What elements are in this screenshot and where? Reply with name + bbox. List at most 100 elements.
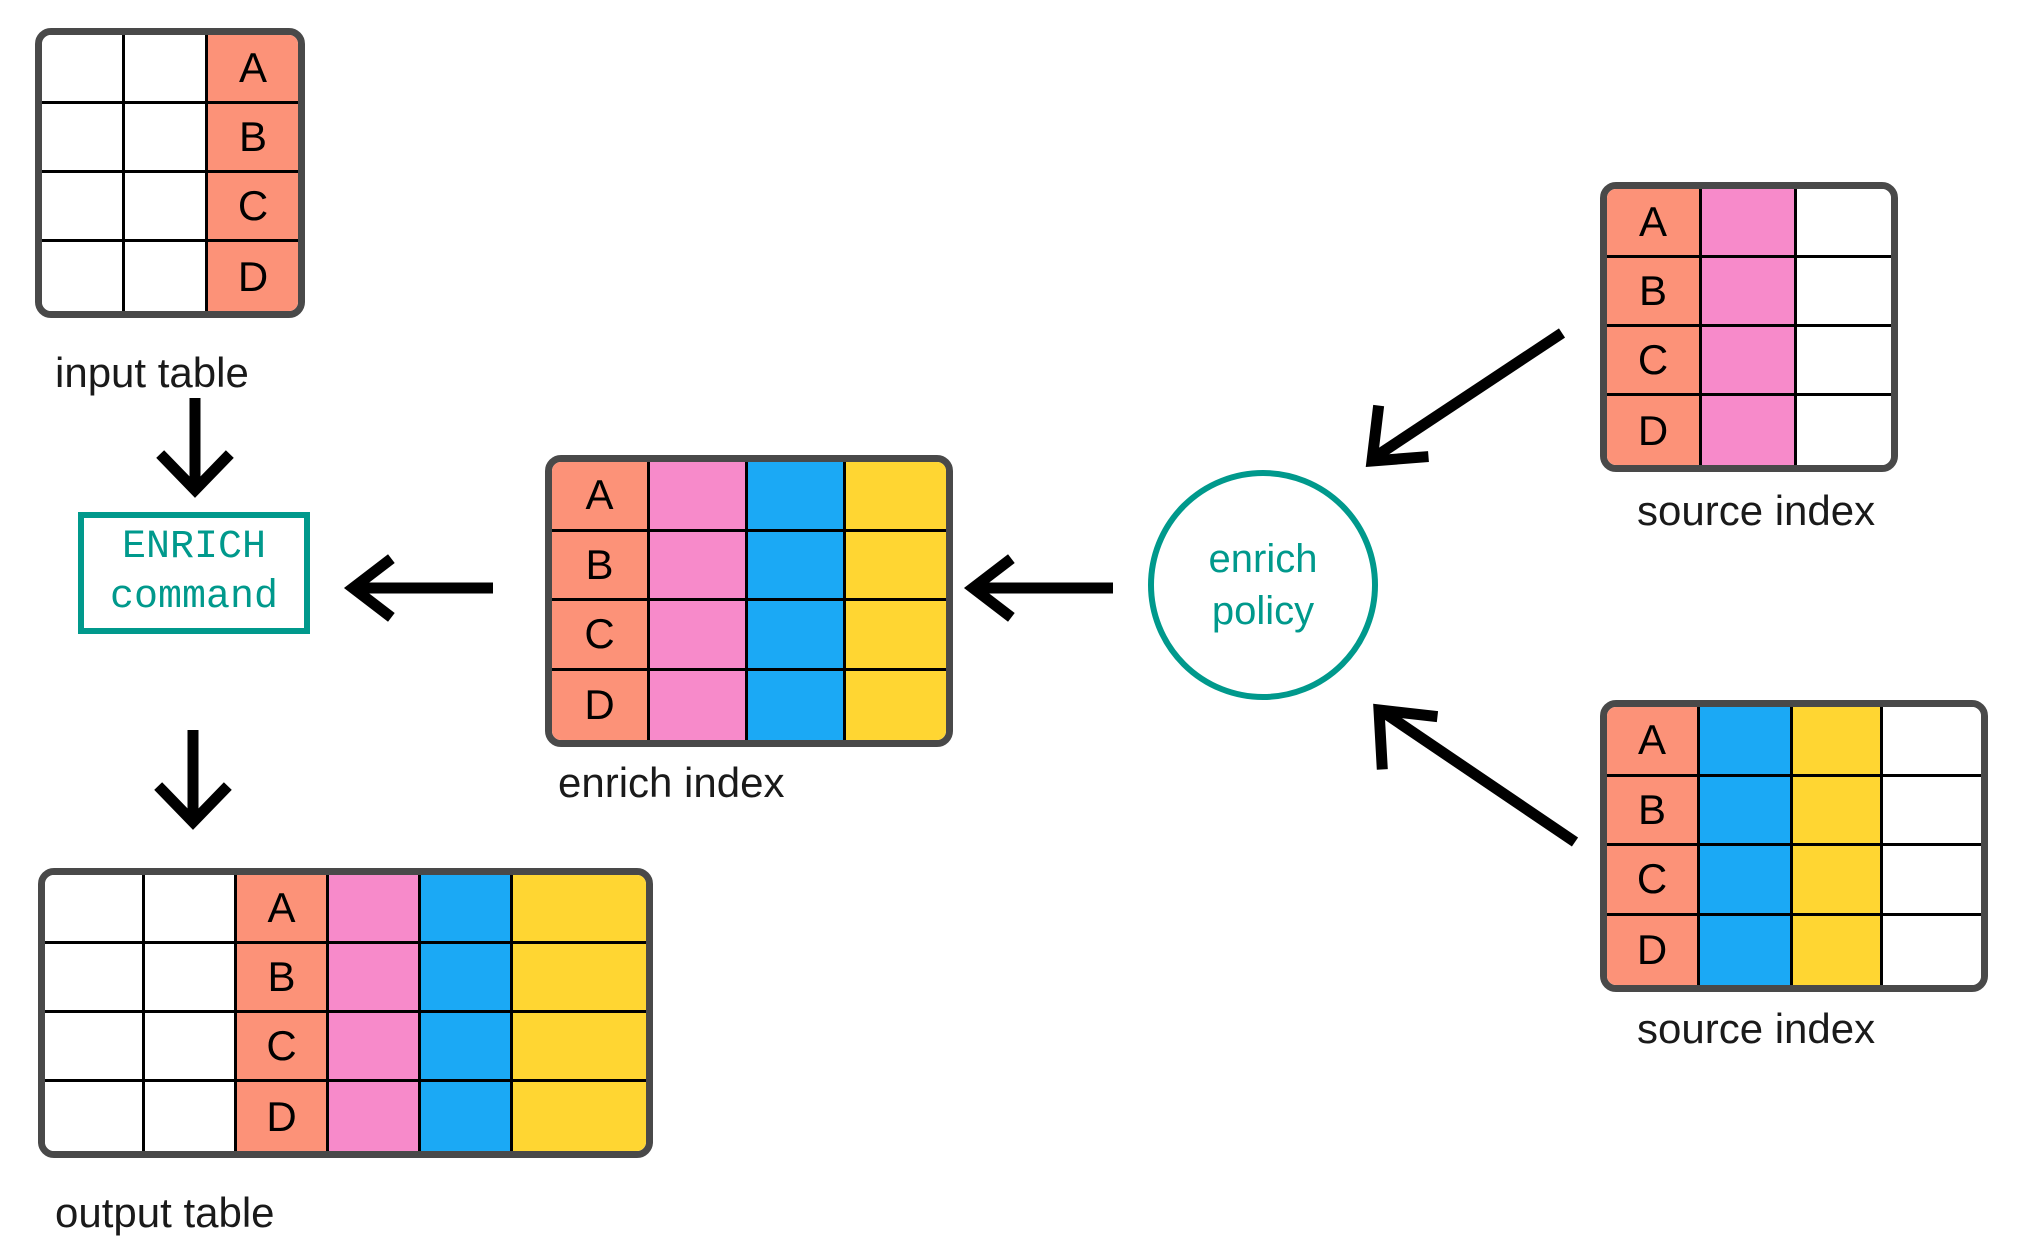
enrich-command-line2: command	[109, 575, 279, 620]
table-row: C	[45, 1013, 646, 1082]
table-cell	[748, 531, 846, 601]
table-cell	[650, 601, 748, 671]
table-cell	[1700, 707, 1793, 777]
table-cell	[513, 944, 646, 1013]
table-cell-key: A	[1607, 707, 1700, 777]
table-cell-key: A	[1607, 189, 1702, 258]
table-cell	[42, 104, 125, 173]
table-cell	[650, 670, 748, 740]
table-cell	[650, 531, 748, 601]
table-row: D	[1607, 915, 1981, 985]
table-cell	[145, 1013, 237, 1082]
table-cell	[1702, 327, 1797, 396]
table-cell	[748, 670, 846, 740]
table-row: A	[42, 35, 298, 104]
source-index-bottom-caption: source index	[1637, 1005, 1876, 1052]
table-cell	[1793, 846, 1883, 916]
table-cell	[1797, 258, 1891, 327]
table-row: B	[1607, 776, 1981, 846]
table-cell	[1883, 707, 1981, 777]
arrow-command-to-output	[154, 730, 232, 830]
table-cell-key: D	[237, 1082, 329, 1151]
source-index-top-table: A B C D	[1600, 182, 1898, 472]
table-cell-key: B	[552, 531, 650, 601]
table-row: B	[42, 104, 298, 173]
table-cell	[329, 1013, 421, 1082]
table-cell-key: A	[208, 35, 298, 104]
table-cell	[45, 1013, 145, 1082]
table-row: B	[1607, 258, 1891, 327]
table-row: A	[45, 875, 646, 944]
output-table: A B C D	[38, 868, 653, 1158]
table-cell	[1702, 189, 1797, 258]
table-row: C	[42, 173, 298, 242]
table-cell	[42, 242, 125, 311]
table-cell-key: D	[1607, 915, 1700, 985]
table-cell	[1883, 776, 1981, 846]
table-row: D	[1607, 396, 1891, 465]
table-cell-key: B	[237, 944, 329, 1013]
source-index-top-caption: source index	[1637, 487, 1876, 534]
source-index-bottom-table: A B C D	[1600, 700, 1988, 992]
table-cell	[1883, 915, 1981, 985]
arrow-enrich-index-to-command	[343, 554, 493, 622]
arrow-policy-to-enrich-index	[963, 554, 1113, 622]
table-cell-key: A	[237, 875, 329, 944]
table-row: B	[45, 944, 646, 1013]
table-cell-key: B	[208, 104, 298, 173]
table-cell-key: B	[1607, 258, 1702, 327]
table-cell	[846, 601, 946, 671]
table-cell	[1793, 776, 1883, 846]
table-cell	[145, 875, 237, 944]
table-row: D	[45, 1082, 646, 1151]
enrich-policy-line2: policy	[1211, 589, 1315, 633]
table-cell-key: C	[552, 601, 650, 671]
table-cell	[125, 242, 208, 311]
output-table-caption: output table	[55, 1189, 275, 1236]
enrich-index-caption: enrich index	[558, 759, 785, 806]
table-cell	[513, 875, 646, 944]
table-cell	[125, 104, 208, 173]
table-row: A	[1607, 707, 1981, 777]
arrow-input-to-command	[156, 398, 234, 498]
table-cell	[513, 1082, 646, 1151]
enrich-command-box[interactable]: ENRICH command	[78, 512, 310, 634]
enrich-command-line1: ENRICH	[121, 525, 267, 570]
enrich-policy-line1: enrich	[1208, 537, 1318, 581]
table-cell	[421, 1082, 513, 1151]
enrich-index-table: A B C D	[545, 455, 953, 747]
table-row: B	[552, 531, 946, 601]
table-cell	[1793, 915, 1883, 985]
table-cell-key: C	[1607, 846, 1700, 916]
table-cell-key: B	[1607, 776, 1700, 846]
table-cell	[125, 35, 208, 104]
table-cell-key: A	[552, 462, 650, 532]
table-cell-key: D	[552, 670, 650, 740]
arrow-source-index-top-to-policy	[1365, 328, 1566, 468]
table-cell	[329, 875, 421, 944]
table-row: C	[552, 601, 946, 671]
table-cell	[45, 944, 145, 1013]
table-row: C	[1607, 327, 1891, 396]
table-cell-key: C	[208, 173, 298, 242]
arrow-source-index-bottom-to-policy	[1373, 703, 1579, 847]
table-cell	[846, 670, 946, 740]
table-cell-key: D	[208, 242, 298, 311]
enrich-policy-circle[interactable]: enrich policy	[1148, 470, 1378, 700]
table-cell	[45, 1082, 145, 1151]
table-cell	[1797, 189, 1891, 258]
table-cell	[1700, 915, 1793, 985]
table-cell	[421, 1013, 513, 1082]
table-cell	[42, 173, 125, 242]
table-cell	[421, 944, 513, 1013]
table-cell	[1797, 396, 1891, 465]
table-cell	[145, 1082, 237, 1151]
table-cell	[1700, 776, 1793, 846]
table-row: A	[552, 462, 946, 532]
table-row: A	[1607, 189, 1891, 258]
table-cell	[42, 35, 125, 104]
table-cell	[1883, 846, 1981, 916]
table-cell	[1793, 707, 1883, 777]
table-cell-key: C	[237, 1013, 329, 1082]
